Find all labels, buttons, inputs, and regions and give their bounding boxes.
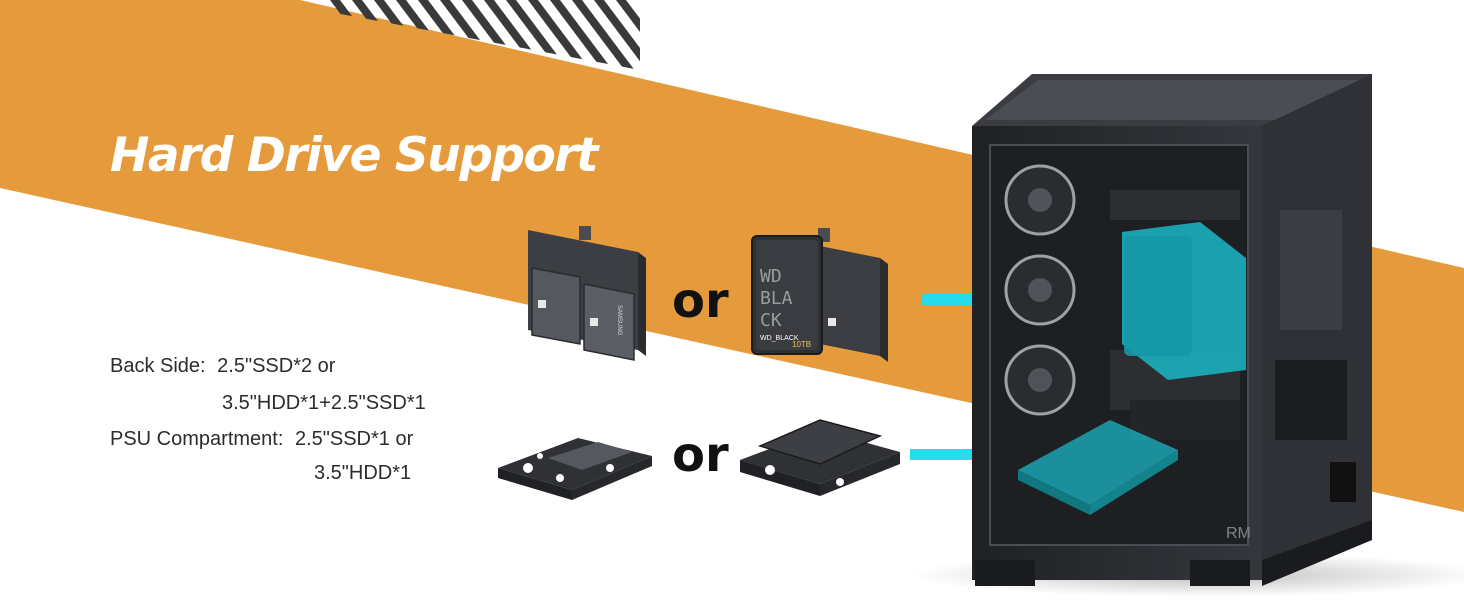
case-badge: RM xyxy=(1226,525,1251,542)
back-side-value-1: 2.5"SSD*2 or xyxy=(217,355,336,377)
headline: Hard Drive Support xyxy=(110,128,598,183)
hdd-label-bla: BLA xyxy=(760,288,793,309)
or-separator-top: or xyxy=(672,273,729,329)
or-separator-bottom: or xyxy=(672,427,729,483)
psu-value-2: 3.5"HDD*1 xyxy=(314,462,412,484)
spec-psu-line1: PSU Compartment: 2.5"SSD*1 or xyxy=(110,428,413,451)
psu-tray-ssd xyxy=(498,438,652,500)
psu-compartment-label: PSU Compartment: xyxy=(110,428,284,450)
spec-back-side-line1: Back Side: 2.5"SSD*2 or xyxy=(110,355,335,378)
hdd-capacity-label: 10TB xyxy=(792,340,811,349)
back-side-label: Back Side: xyxy=(110,355,206,377)
ssd-brand-label: SAMSUNG xyxy=(616,305,622,336)
psu-tray-hdd xyxy=(740,419,900,496)
hdd-model-label: WD_BLACK xyxy=(760,335,799,342)
hdd-label-ck: CK xyxy=(760,310,782,331)
psu-value-1: 2.5"SSD*1 or xyxy=(294,428,414,450)
spec-psu-line2: 3.5"HDD*1 xyxy=(314,462,411,485)
pc-case-illustration: RM xyxy=(972,74,1372,586)
spec-back-side-line2: 3.5"HDD*1+2.5"SSD*1 xyxy=(222,392,426,415)
hdd-label-wd: WD xyxy=(760,266,782,287)
back-side-value-2: 3.5"HDD*1+2.5"SSD*1 xyxy=(222,392,426,414)
bracket-hdd-plus-ssd: WD BLA CK WD_BLACK 10TB xyxy=(751,228,888,362)
bracket-dual-ssd: SAMSUNG xyxy=(528,226,646,361)
